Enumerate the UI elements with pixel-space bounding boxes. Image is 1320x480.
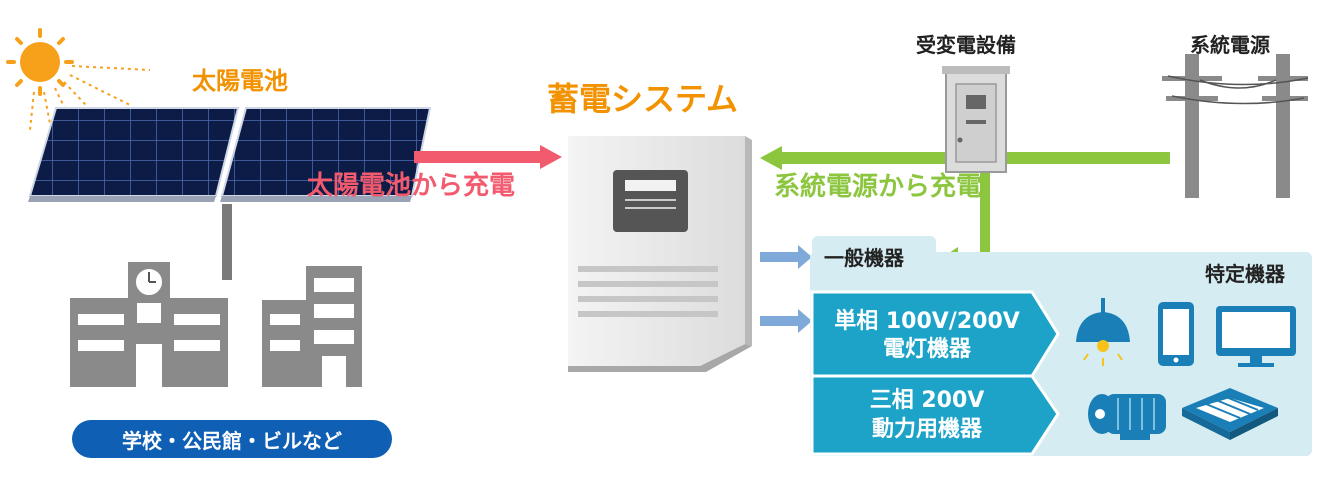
tablet-icon [1158, 302, 1194, 366]
general-output-arrow [760, 245, 812, 269]
power-pole-icon [1162, 54, 1309, 198]
solar-title: 太陽電池 [192, 67, 288, 95]
school-building-icon [70, 262, 228, 387]
storage-unit-icon [568, 136, 752, 372]
three-phase-line2: 動力用機器 [871, 417, 982, 442]
general-equipment-label: 一般機器 [824, 246, 904, 270]
solar-panel-icon [28, 107, 432, 280]
specific-equipment-label: 特定機器 [1205, 262, 1285, 286]
single-phase-banner [810, 290, 1060, 378]
storage-title: 蓄電システム [547, 80, 739, 118]
substation-title: 受変電設備 [916, 33, 1016, 57]
substation-cabinet-icon [942, 66, 1010, 173]
specific-output-arrow [760, 309, 812, 333]
office-building-icon [262, 266, 362, 387]
single-phase-line1: 単相 100V/200V [834, 309, 1020, 334]
ceiling-ac-icon [1182, 388, 1278, 440]
grid-charge-label: 系統電源から充電 [774, 172, 983, 202]
single-phase-line2: 電灯機器 [882, 337, 971, 362]
motor-icon [1088, 394, 1166, 440]
three-phase-banner [810, 374, 1060, 456]
three-phase-line1: 三相 200V [869, 388, 985, 413]
grid-title: 系統電源 [1190, 33, 1270, 57]
monitor-icon [1216, 306, 1296, 367]
buildings-label: 学校・公民館・ビルなど [72, 420, 392, 458]
solar-charge-arrow [414, 145, 562, 169]
solar-charge-label: 太陽電池から充電 [307, 171, 516, 201]
pendant-lamp-icon [1076, 298, 1130, 366]
